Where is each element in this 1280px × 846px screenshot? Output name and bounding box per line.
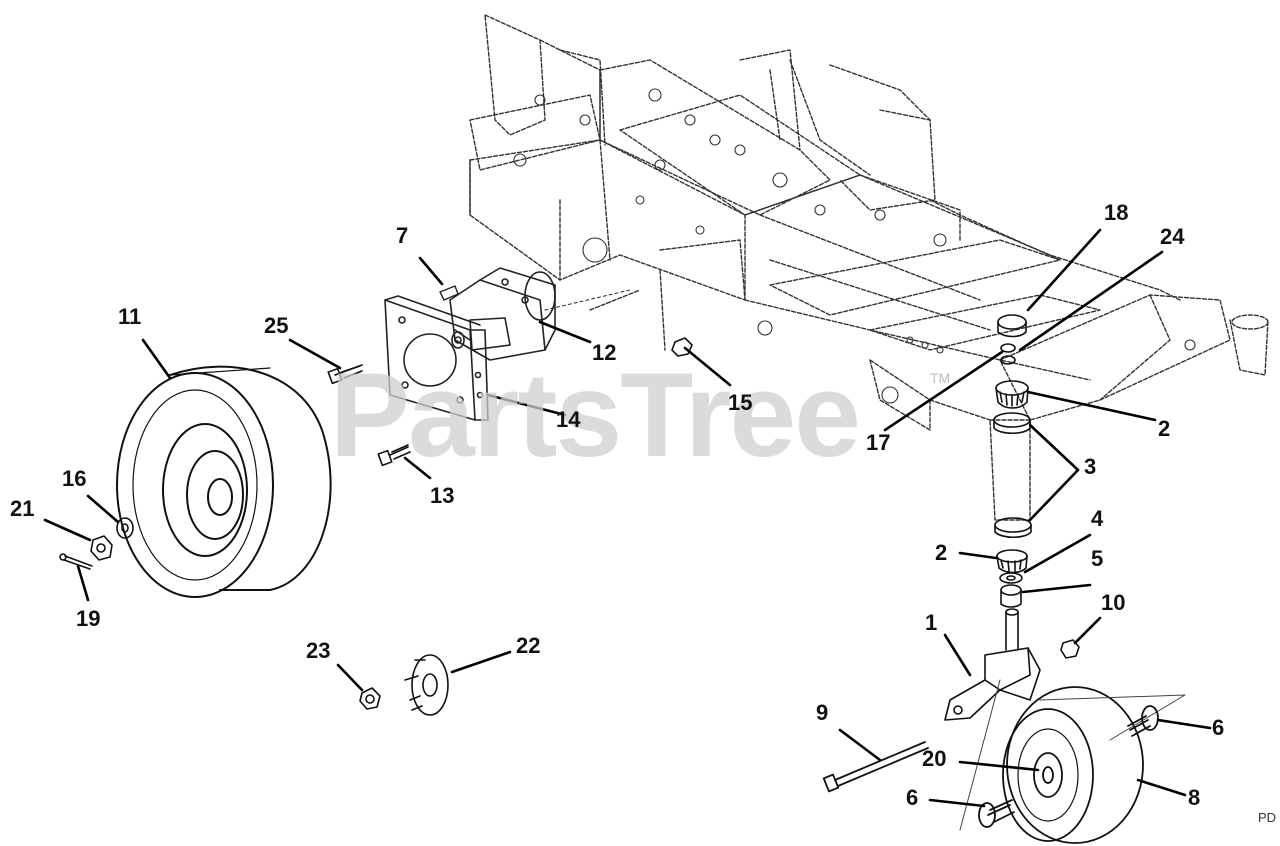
callout-2-lower: 2 (935, 540, 948, 565)
callout-23: 23 (306, 638, 331, 663)
callout-9: 9 (816, 700, 829, 725)
callout-18: 18 (1104, 200, 1129, 225)
callout-6-upper: 6 (1212, 715, 1225, 740)
callout-3: 3 (1084, 454, 1097, 479)
partstree-watermark: PartsTree (330, 348, 861, 482)
hardware (59, 314, 1080, 716)
callout-8: 8 (1188, 785, 1201, 810)
hydraulic-motor (449, 267, 631, 361)
callout-24: 24 (1160, 224, 1185, 249)
chassis-frame (469, 14, 1269, 521)
callout-17: 17 (866, 430, 891, 455)
callout-14: 14 (556, 407, 581, 432)
key-part (439, 285, 459, 301)
spindle-stack (944, 380, 1041, 721)
callout-1: 1 (925, 610, 938, 635)
callout-2-upper: 2 (1158, 416, 1171, 441)
callout-21: 21 (10, 496, 35, 521)
callout-10: 10 (1101, 590, 1126, 615)
leader-lines (43, 228, 1212, 808)
callout-6-lower: 6 (906, 785, 919, 810)
callout-13: 13 (430, 483, 455, 508)
callout-5: 5 (1091, 546, 1104, 571)
callout-22: 22 (516, 633, 541, 658)
watermark-trademark: TM (930, 370, 951, 386)
rear-tire (116, 365, 332, 598)
callout-11: 11 (118, 304, 142, 329)
callout-4: 4 (1091, 506, 1104, 531)
callout-16: 16 (62, 466, 87, 491)
callout-15: 15 (728, 390, 753, 415)
front-caster-wheel (822, 679, 1186, 844)
callout-19: 19 (76, 606, 101, 631)
callout-7: 7 (396, 223, 409, 248)
motor-bracket (384, 295, 489, 421)
frame-holes (513, 88, 1196, 404)
callout-25: 25 (264, 313, 289, 338)
callout-20: 20 (922, 746, 947, 771)
diagram-code: PD (1258, 810, 1277, 825)
callout-12: 12 (592, 340, 617, 365)
